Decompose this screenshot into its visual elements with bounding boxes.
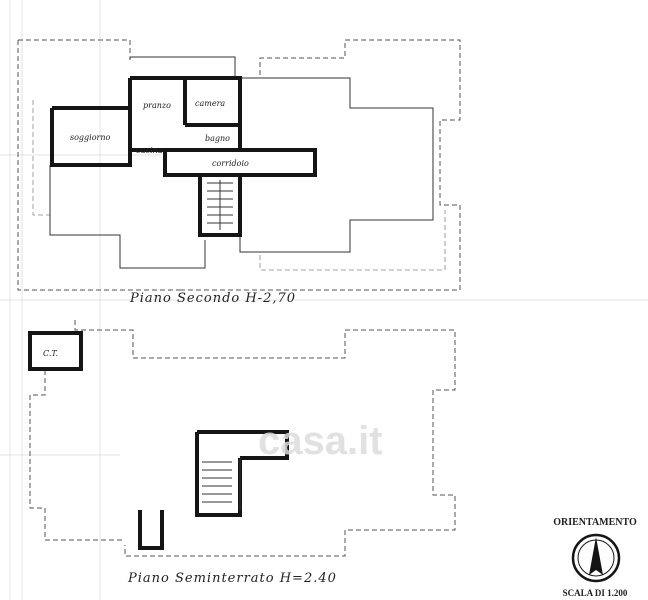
- room-label: pranzo: [143, 101, 171, 110]
- stairs-secondo: [207, 180, 233, 230]
- room-label: cucina: [136, 146, 163, 155]
- floor-plan-seminterrato: C.T. Piano Seminterrato H=2.40: [28, 320, 456, 586]
- stairs-seminterrato: [202, 461, 232, 503]
- room-label: camera: [195, 99, 225, 108]
- room-label: soggiorno: [70, 133, 111, 142]
- floor-title: Piano Seminterrato H=2.40: [127, 571, 337, 586]
- floor-plan-secondo: pranzo camera soggiorno cucina bagno cor…: [17, 39, 461, 306]
- scale-label: SCALA DI 1.200: [563, 588, 628, 598]
- orientation-legend: ORIENTAMENTO SCALA DI 1.200: [553, 517, 637, 598]
- ct-room: [28, 331, 83, 371]
- compass-icon: [571, 533, 621, 583]
- walls-secondo: [50, 76, 317, 237]
- watermark: casa.it: [258, 419, 383, 463]
- small-closet: [138, 510, 164, 550]
- floor-title: Piano Secondo H-2,70: [129, 291, 296, 306]
- room-label: bagno: [205, 134, 230, 143]
- walls-seminterrato: [195, 430, 289, 517]
- room-label: corridoio: [212, 159, 249, 168]
- room-label: C.T.: [43, 349, 58, 358]
- north-arrow-icon: [589, 537, 603, 575]
- orientation-label: ORIENTAMENTO: [553, 517, 637, 528]
